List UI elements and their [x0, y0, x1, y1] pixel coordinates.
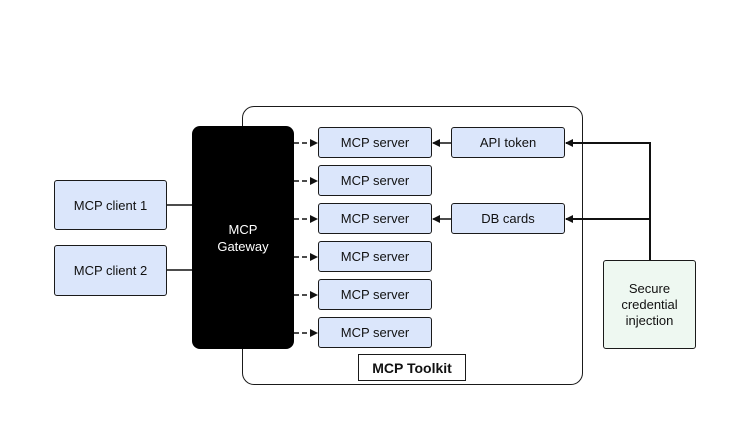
- mcp-server-1-label: MCP server: [340, 135, 410, 150]
- mcp-client-2-label: MCP client 2: [73, 263, 148, 278]
- mcp-client-1-label: MCP client 1: [73, 197, 148, 213]
- mcp-server-5-label: MCP server: [340, 287, 410, 302]
- secure-credential-injection-box: Secure credential injection: [603, 260, 696, 349]
- mcp-server-1: MCP server: [318, 127, 432, 158]
- db-cards-label: DB cards: [481, 211, 535, 226]
- mcp-gateway-label-line1: MCP: [228, 221, 258, 237]
- mcp-server-2: MCP server: [318, 165, 432, 196]
- db-cards-box: DB cards: [451, 203, 565, 234]
- mcp-gateway-label-line2: Gateway: [217, 238, 269, 254]
- mcp-gateway: MCP Gateway: [192, 126, 294, 349]
- injection-label-line3: injection: [625, 312, 674, 328]
- mcp-server-6-label: MCP server: [340, 325, 410, 340]
- api-token-label: API token: [479, 135, 537, 150]
- injection-label-line1: Secure: [628, 280, 671, 296]
- mcp-server-4: MCP server: [318, 241, 432, 272]
- mcp-server-6: MCP server: [318, 317, 432, 348]
- api-token-box: API token: [451, 127, 565, 158]
- mcp-server-3: MCP server: [318, 203, 432, 234]
- mcp-client-2: MCP client 2: [54, 245, 167, 296]
- mcp-server-3-label: MCP server: [340, 211, 410, 226]
- mcp-toolkit-label-text: MCP Toolkit: [372, 359, 452, 376]
- injection-label-line2: credential: [621, 296, 678, 312]
- mcp-toolkit-label: MCP Toolkit: [358, 354, 466, 381]
- injection-to-api-token-arrow: [565, 139, 651, 260]
- mcp-server-5: MCP server: [318, 279, 432, 310]
- mcp-server-4-label: MCP server: [340, 249, 410, 264]
- mcp-client-1: MCP client 1: [54, 180, 167, 230]
- mcp-server-2-label: MCP server: [340, 173, 410, 188]
